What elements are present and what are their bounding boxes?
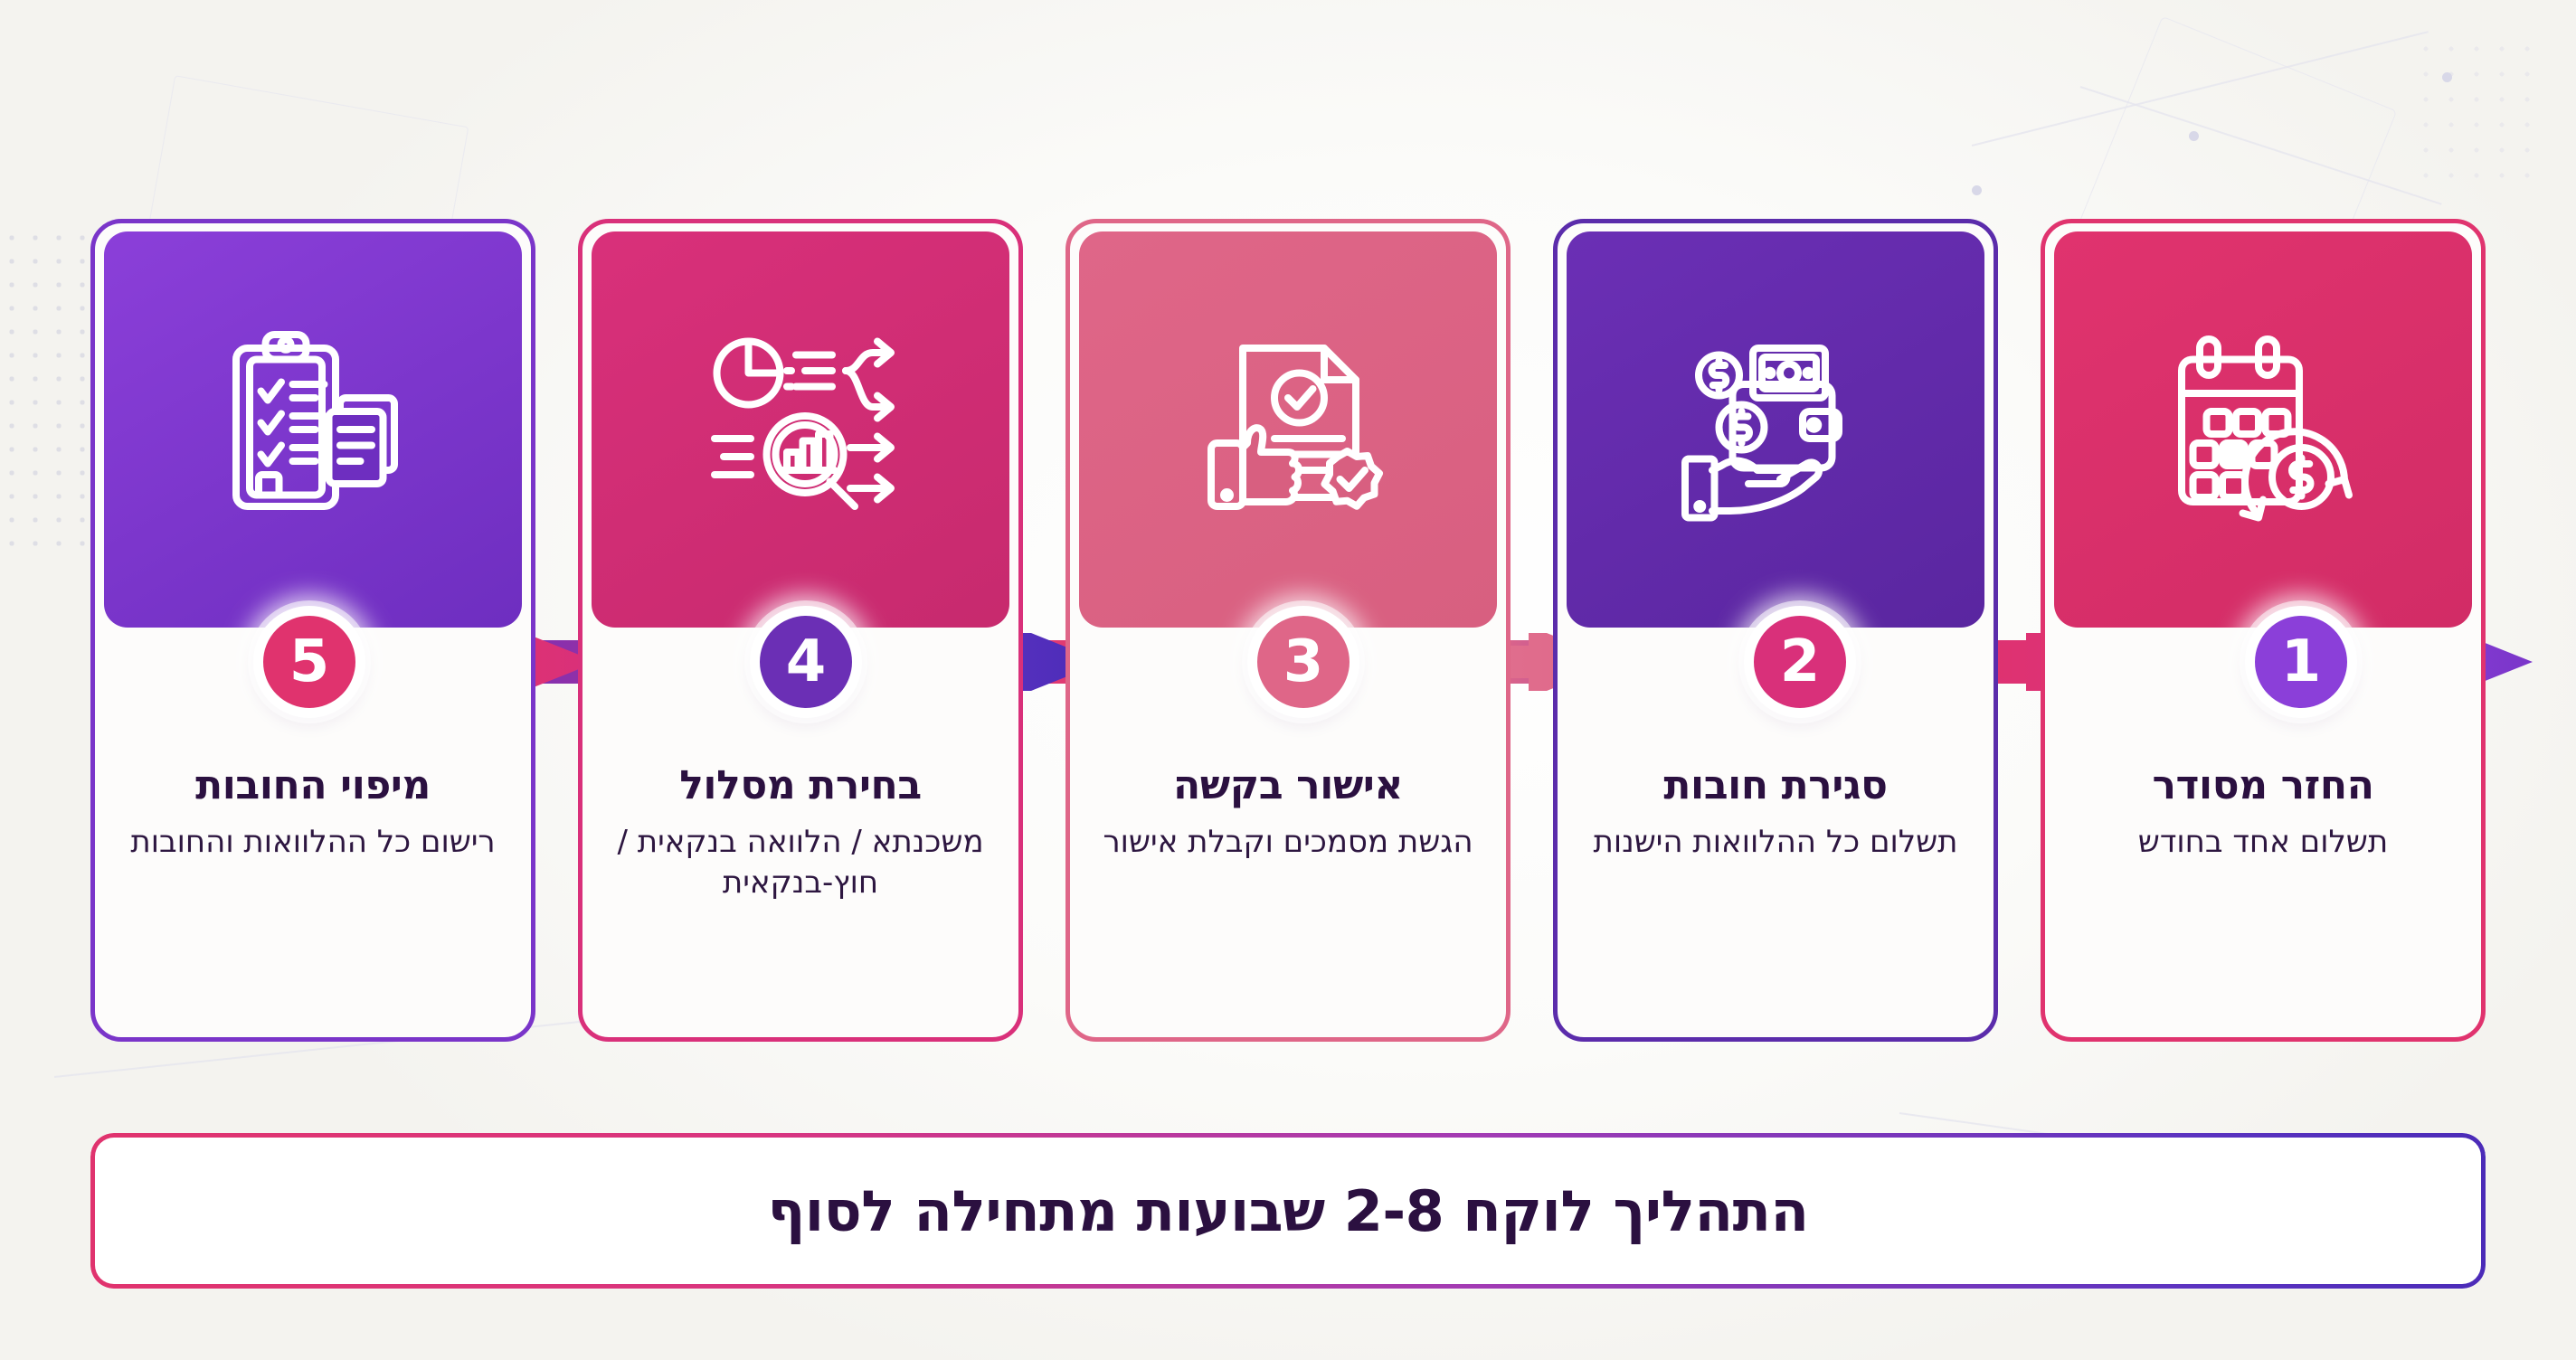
document-thumbsup-approval-icon (1208, 345, 1383, 510)
step-number-1[interactable]: 1 (2245, 606, 2357, 718)
step-title-4: סגירת חובות (1663, 762, 1888, 808)
step-number-5[interactable]: 5 (253, 606, 365, 718)
step-description-4: תשלום כל ההלוואות הישנות (1593, 824, 1958, 861)
steps-row: מיפוי החובות רישום כל ההלוואות והחובות (90, 219, 2486, 1042)
step-description-2: משכנתא / הלוואה בנקאית / חוץ-בנקאית (617, 824, 984, 902)
step-text-4: סגירת חובות תשלום כל ההלוואות הישנות (1566, 763, 1985, 863)
step-title-3: אישור בקשה (1172, 762, 1404, 808)
step-card-5[interactable]: החזר מסודר תשלום אחד בחודש (2041, 219, 2486, 1042)
step-icon-tile-3 (1079, 231, 1497, 628)
clipboard-checklist-documents-icon (232, 331, 398, 510)
step-icon-tile-2 (592, 231, 1009, 628)
step-number-2[interactable]: 2 (1744, 606, 1856, 718)
step-text-5: החזר מסודר תשלום אחד בחודש (2053, 763, 2473, 863)
duration-banner: התהליך לוקח 2-8 שבועות מתחילה לסוף (90, 1133, 2486, 1289)
step-description-5: תשלום אחד בחודש (2137, 824, 2389, 861)
step-description-1: רישום כל ההלוואות והחובות (130, 824, 496, 861)
duration-banner-text: התהליך לוקח 2-8 שבועות מתחילה לסוף (767, 1177, 1809, 1244)
background-node-2 (2442, 72, 2452, 82)
background-node-1 (2189, 131, 2199, 141)
background-node-3 (1972, 185, 1982, 195)
step-number-3[interactable]: 3 (1247, 606, 1359, 718)
step-text-2: בחירת מסלול משכנתא / הלוואה בנקאית / חוץ… (591, 763, 1010, 903)
step-icon-tile-4 (1567, 231, 1984, 628)
step-icon-tile-5 (2054, 231, 2472, 628)
step-card-4[interactable]: סגירת חובות תשלום כל ההלוואות הישנות (1553, 219, 1998, 1042)
chart-magnifier-arrows-icon (711, 337, 895, 510)
step-description-3: הגשת מסמכים וקבלת אישור (1103, 824, 1473, 861)
hand-wallet-cash-icon (1681, 345, 1842, 522)
step-number-4[interactable]: 4 (750, 606, 862, 718)
step-title-5: החזר מסודר (2152, 762, 2374, 808)
background-dot-pattern-right (2413, 36, 2549, 181)
step-text-1: מיפוי החובות רישום כל ההלוואות והחובות (103, 763, 523, 863)
step-title-1: מיפוי החובות (195, 762, 431, 808)
calendar-recurring-payment-icon (2178, 335, 2353, 522)
step-text-3: אישור בקשה הגשת מסמכים וקבלת אישור (1078, 763, 1498, 863)
step-icon-tile-1 (104, 231, 522, 628)
step-title-2: בחירת מסלול (679, 762, 922, 808)
step-card-2[interactable]: בחירת מסלול משכנתא / הלוואה בנקאית / חוץ… (578, 219, 1023, 1042)
